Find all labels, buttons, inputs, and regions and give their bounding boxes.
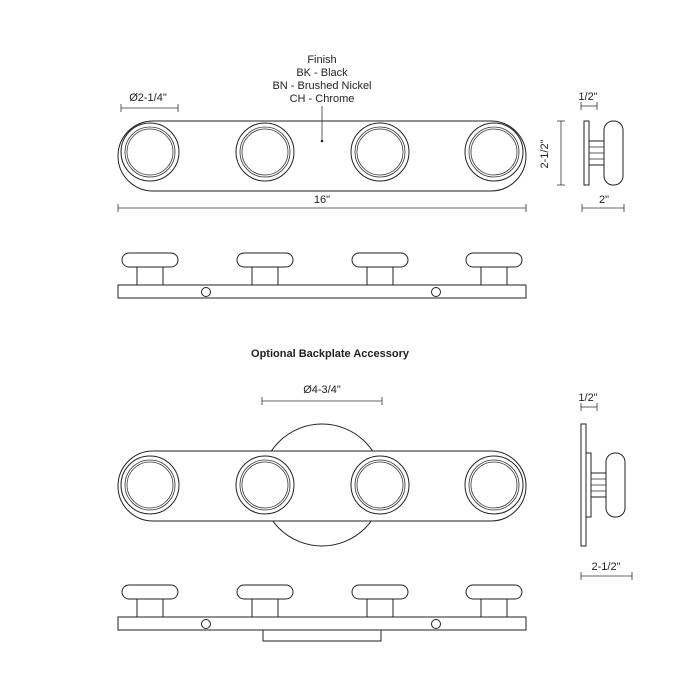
elevation-knob-4 — [465, 252, 523, 286]
finish-note: Finish BK - Black BN - Brushed Nickel CH… — [272, 54, 372, 143]
finish-option-ch: CH - Chrome — [290, 93, 355, 105]
knob-2 — [235, 122, 295, 182]
accessory-elevation-knob-1 — [121, 584, 179, 618]
elevation-bar — [117, 284, 527, 299]
projection-label: 2" — [599, 194, 609, 206]
accessory-knob-1 — [120, 455, 180, 515]
knob-3 — [350, 122, 410, 182]
backplate-elevation — [262, 630, 382, 642]
accessory-knob-4 — [464, 455, 524, 515]
elevation-knob-2 — [236, 252, 294, 286]
elevation-knob-1 — [121, 252, 179, 286]
accessory-elevation-knob-2 — [236, 584, 294, 618]
bar-thickness-dimension: 1/2" — [578, 91, 598, 110]
accessory-knob-2 — [235, 455, 295, 515]
accessory-elevation-bar — [117, 616, 527, 631]
front-view — [117, 120, 527, 192]
finish-option-bn: BN - Brushed Nickel — [272, 80, 371, 92]
accessory-bar-outline — [117, 450, 527, 522]
accessory-mount-hole-1 — [201, 619, 211, 629]
side-knob-profile — [603, 120, 624, 186]
finish-leader-dot — [320, 139, 324, 143]
side-view — [583, 120, 624, 186]
accessory-side-bar — [585, 452, 592, 518]
height-label: 2-1/2" — [539, 139, 551, 168]
backplate-thickness-label: 1/2" — [578, 392, 597, 404]
backplate-profile — [580, 423, 587, 547]
height-dimension: 2-1/2" — [539, 120, 565, 186]
accessory-title: Optional Backplate Accessory — [251, 348, 410, 360]
knob-4 — [464, 122, 524, 182]
accessory-elevation-view — [117, 584, 527, 642]
side-bar-profile — [583, 120, 590, 186]
accessory-side-view — [580, 423, 626, 547]
accessory-side-knob — [605, 452, 626, 518]
knob-diameter-label: Ø2-1/4" — [129, 92, 167, 104]
accessory-knob-3 — [350, 455, 410, 515]
accessory-elevation-knob-4 — [465, 584, 523, 618]
mount-hole-2 — [431, 287, 441, 297]
backplate-diameter-label: Ø4-3/4" — [303, 384, 341, 396]
elevation-knob-3 — [351, 252, 409, 286]
accessory-elevation-knob-3 — [351, 584, 409, 618]
finish-option-bk: BK - Black — [296, 67, 348, 79]
overall-length-label: 16" — [314, 194, 330, 206]
bar-thickness-label: 1/2" — [578, 91, 597, 103]
backplate-projection-label: 2-1/2" — [592, 561, 621, 573]
backplate-thickness-dimension: 1/2" — [578, 392, 598, 411]
knob-diameter-dimension: Ø2-1/4" — [120, 92, 179, 112]
knob-1 — [120, 122, 180, 182]
backplate-diameter-dimension: Ø4-3/4" — [261, 384, 383, 405]
overall-length-dimension: 16" — [117, 194, 527, 212]
finish-heading: Finish — [307, 54, 336, 66]
backplate-projection-dimension: 2-1/2" — [580, 561, 633, 580]
bar-outline — [117, 120, 527, 192]
accessory-mount-hole-2 — [431, 619, 441, 629]
mount-hole-1 — [201, 287, 211, 297]
accessory-front-view — [117, 423, 527, 547]
elevation-view — [117, 252, 527, 299]
projection-dimension: 2" — [581, 194, 625, 212]
